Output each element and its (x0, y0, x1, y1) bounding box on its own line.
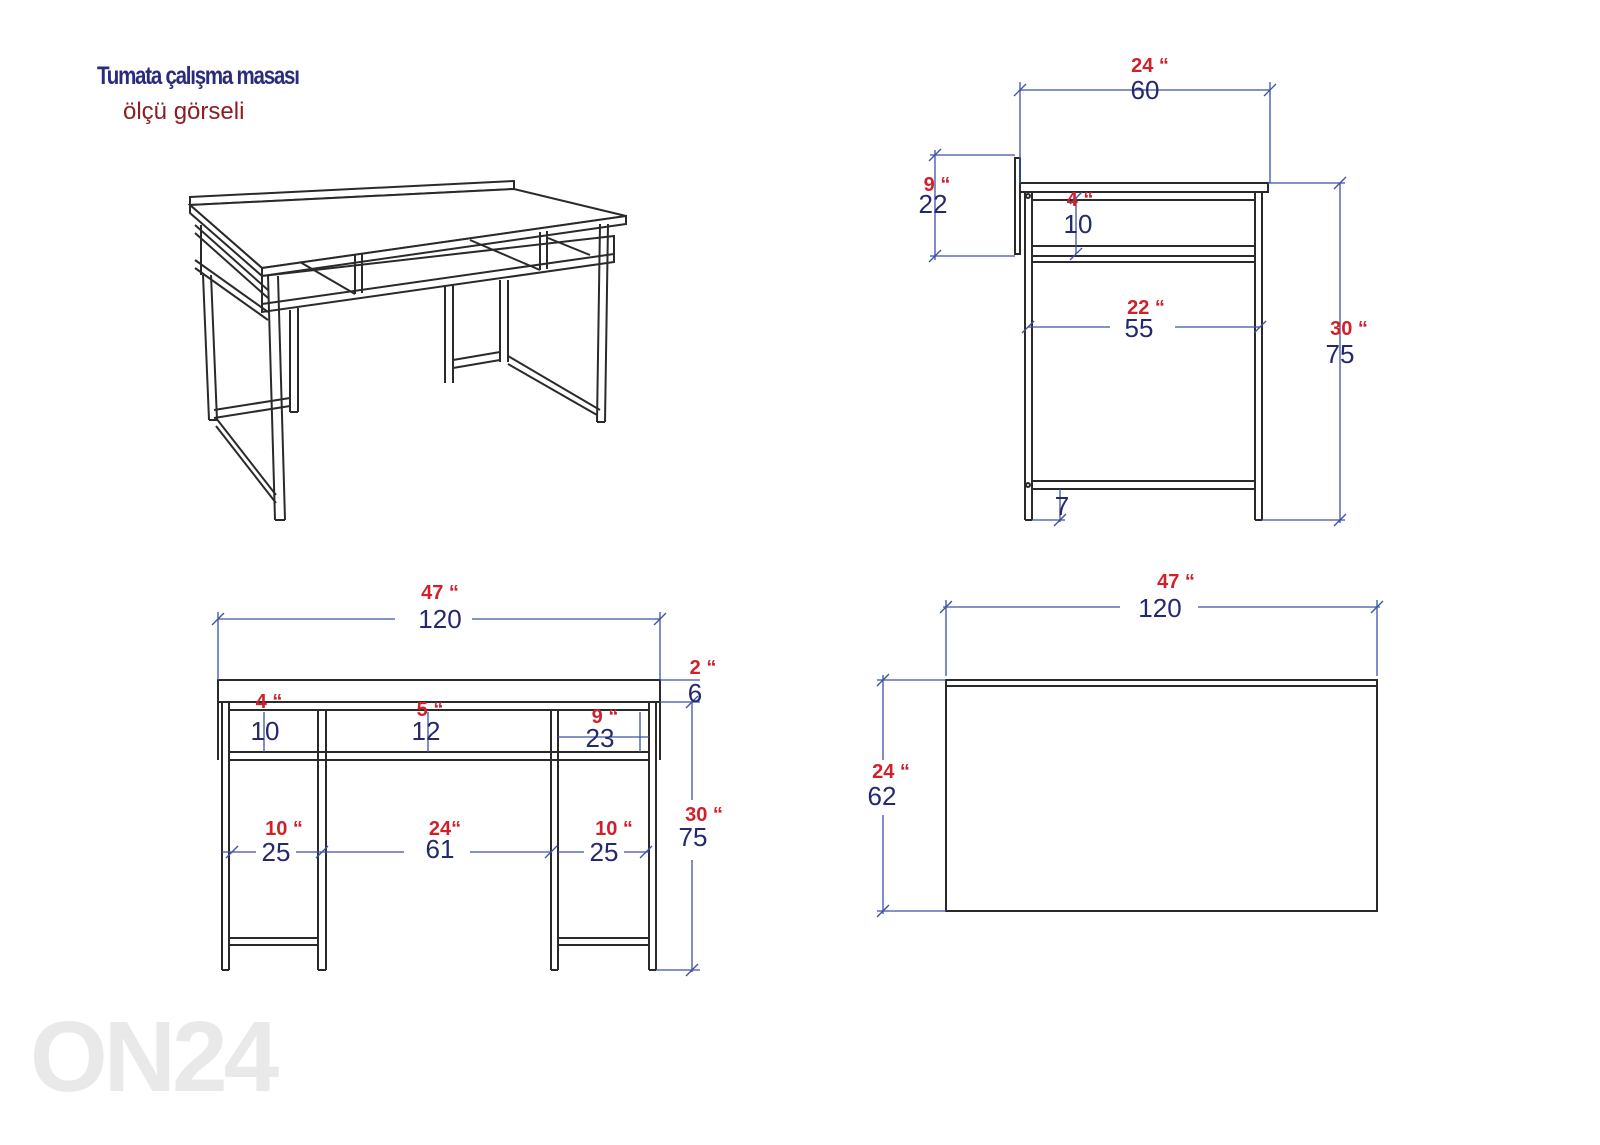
side-height-cm: 75 (1326, 339, 1355, 369)
left-bay-cm: 25 (262, 837, 291, 867)
top-depth-inch: 24 “ (872, 761, 910, 783)
front-view (217, 679, 661, 971)
foot-height-cm: 7 (1055, 491, 1069, 521)
front-view-labels: 47 “ 120 2 “ 6 4 “ 10 5 “ 12 9 “ 23 30 “… (251, 582, 723, 867)
side-view-labels: 24 “ 60 9 “ 22 4 “ 10 22 “ 55 30 “ 75 7 (919, 55, 1368, 521)
left-bay-inch: 10 “ (265, 818, 303, 840)
backboard-height-inch: 9 “ (924, 174, 951, 196)
top-view-labels: 47 “ 120 24 “ 62 (868, 571, 1195, 811)
center-bay-cm: 61 (426, 834, 455, 864)
left-drawer-cm: 10 (251, 716, 280, 746)
top-width-cm: 120 (1138, 593, 1181, 623)
inner-depth-inch: 22 “ (1127, 297, 1165, 319)
side-width-cm: 60 (1131, 75, 1160, 105)
side-height-inch: 30 “ (1330, 318, 1368, 340)
front-view-dimensions (211, 612, 700, 977)
top-depth-cm: 62 (868, 781, 897, 811)
right-drawer-inch: 9 “ (592, 706, 619, 728)
side-view (1014, 157, 1269, 521)
brand-watermark: ON24 (30, 1001, 279, 1113)
side-width-inch: 24 “ (1131, 55, 1169, 77)
right-bay-inch: 10 “ (595, 818, 633, 840)
top-thickness-inch: 2 “ (690, 657, 717, 679)
top-width-inch: 47 “ (1157, 571, 1195, 593)
backboard-height-cm: 22 (919, 189, 948, 219)
side-view-dimensions (928, 82, 1347, 527)
left-drawer-inch: 4 “ (256, 691, 283, 713)
center-bay-inch: 24“ (429, 818, 461, 840)
inner-depth-cm: 55 (1125, 313, 1154, 343)
front-height-inch: 30 “ (685, 804, 723, 826)
center-drawer-cm: 12 (412, 716, 441, 746)
right-drawer-cm: 23 (586, 723, 615, 753)
perspective-view (187, 179, 627, 521)
front-height-cm: 75 (679, 822, 708, 852)
right-bay-cm: 25 (590, 837, 619, 867)
product-title: Tumata çalışma masası (97, 62, 300, 90)
center-drawer-inch: 5 “ (417, 699, 444, 721)
front-width-cm: 120 (418, 604, 461, 634)
top-view (945, 679, 1378, 912)
side-drawer-cm: 10 (1064, 209, 1093, 239)
top-view-dimensions (876, 600, 1384, 918)
side-drawer-inch: 4 “ (1067, 189, 1094, 211)
front-width-inch: 47 “ (421, 582, 459, 604)
top-thickness-cm: 6 (688, 678, 702, 708)
product-subtitle: ölçü görseli (123, 98, 245, 125)
